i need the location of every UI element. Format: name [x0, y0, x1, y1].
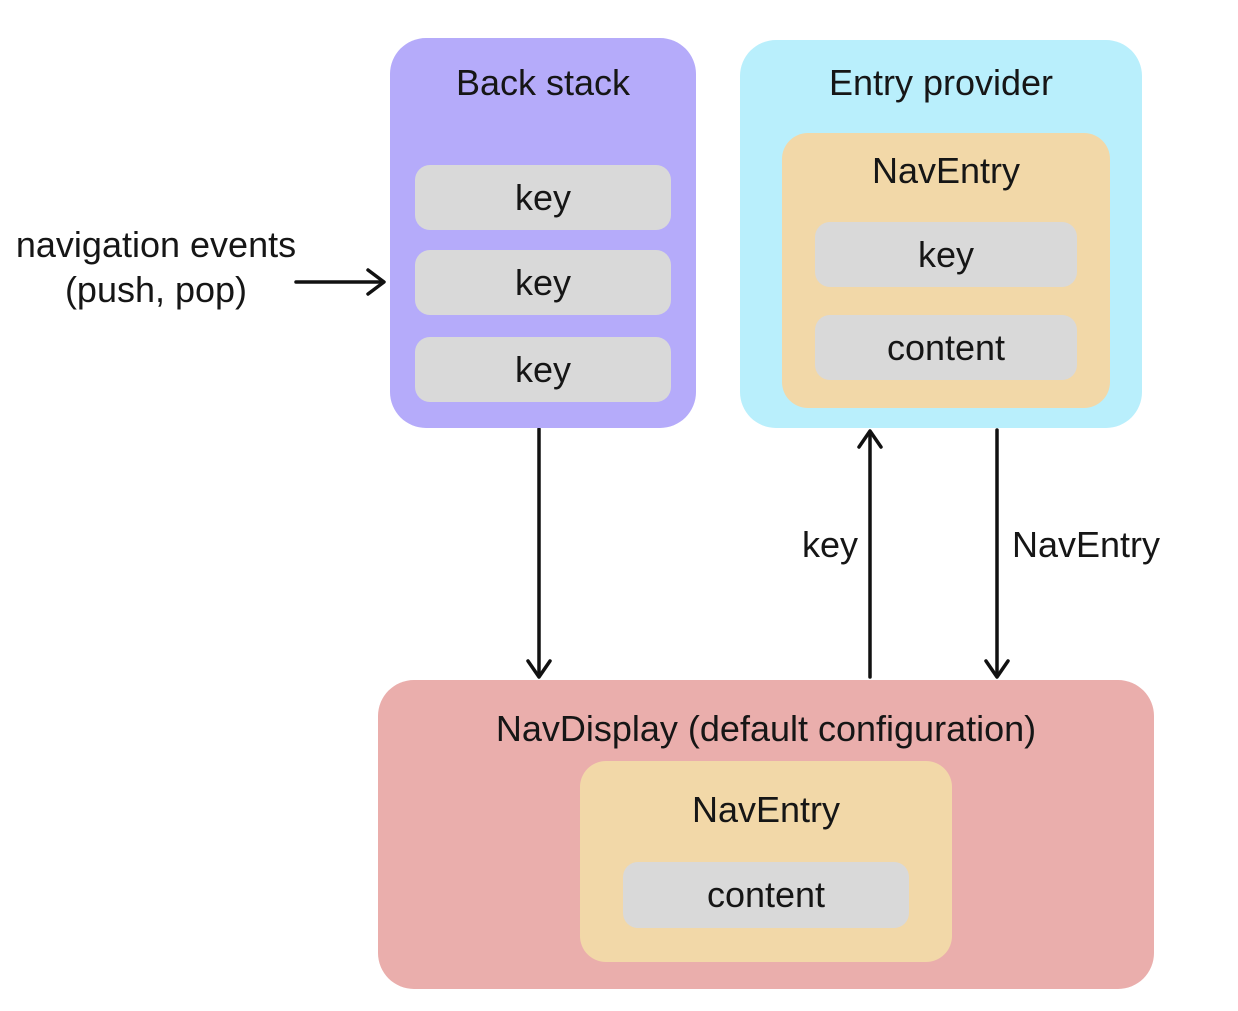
nav-entry-title: NavEntry: [691, 789, 841, 830]
entry-provider-nav-entry-box: NavEntry key content: [782, 133, 1110, 408]
key-up-arrow: [857, 429, 883, 679]
push-pop-arrow: [294, 268, 386, 296]
entry-provider-title: Entry provider: [828, 62, 1054, 103]
key-pill: key: [815, 222, 1077, 287]
naventry-arrow-label: NavEntry: [1012, 524, 1161, 565]
content-pill: content: [815, 315, 1077, 380]
navigation-events-line1: navigation events: [15, 224, 297, 265]
nav-display-box: NavDisplay (default configuration) NavEn…: [378, 680, 1154, 989]
backstack-to-navdisplay-arrow: [526, 427, 552, 679]
nav-display-title: NavDisplay (default configuration): [495, 708, 1037, 749]
navigation-events-label: navigation events (push, pop): [6, 222, 306, 312]
nav-entry-title: NavEntry: [871, 150, 1021, 191]
content-pill: content: [623, 862, 909, 928]
navigation-events-line2: (push, pop): [64, 269, 248, 310]
entry-provider-box: Entry provider NavEntry key content: [740, 40, 1142, 428]
key-arrow-label: key: [801, 524, 858, 565]
key-pill: key: [415, 337, 671, 402]
nav-display-nav-entry-box: NavEntry content: [580, 761, 952, 962]
back-stack-title: Back stack: [455, 62, 631, 103]
key-pill: key: [415, 250, 671, 315]
key-pill: key: [415, 165, 671, 230]
back-stack-box: Back stack key key key: [390, 38, 696, 428]
naventry-down-arrow: [984, 428, 1010, 679]
